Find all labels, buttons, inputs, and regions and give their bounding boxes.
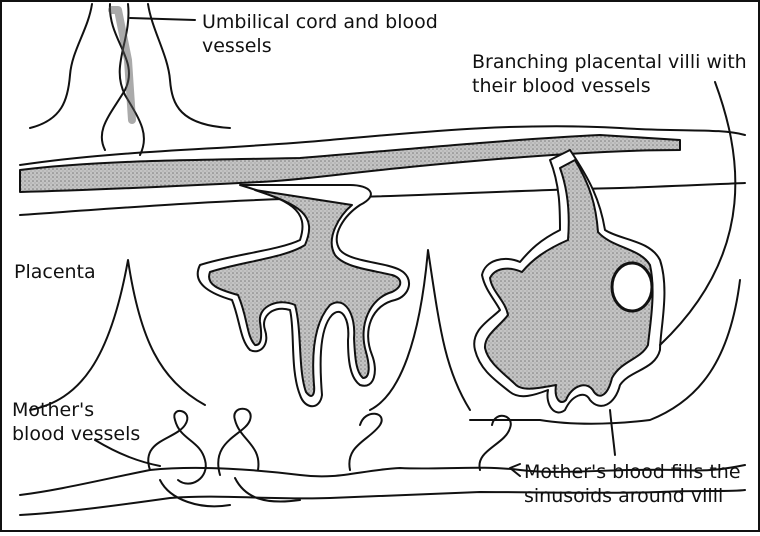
label-mothers-vessels-line2: blood vessels [12, 422, 140, 446]
villus-vessel-cross-section [612, 263, 652, 311]
leader-villi [660, 82, 735, 345]
leader-umbilical [130, 18, 195, 20]
label-placenta: Placenta [14, 260, 96, 284]
umbilical-cord [30, 4, 230, 155]
label-umbilical-line2: vessels [202, 34, 438, 58]
label-umbilical-cord: Umbilical cord and blood vessels [202, 10, 438, 58]
left-villus [198, 185, 409, 406]
label-mothers-vessels: Mother's blood vessels [12, 398, 140, 446]
label-villi: Branching placental villi with their blo… [472, 50, 747, 98]
label-mothers-blood-line2: sinusoids around villi [524, 484, 741, 508]
label-villi-line1: Branching placental villi with [472, 50, 747, 74]
maternal-vessels [148, 409, 511, 507]
leader-sinusoids [610, 410, 615, 455]
label-mothers-blood-line1: Mother's blood fills the [524, 460, 741, 484]
right-villus [474, 150, 664, 412]
label-mothers-vessels-line1: Mother's [12, 398, 140, 422]
label-villi-line2: their blood vessels [472, 74, 747, 98]
label-umbilical-line1: Umbilical cord and blood [202, 10, 438, 34]
label-mothers-blood: Mother's blood fills the sinusoids aroun… [524, 460, 741, 508]
